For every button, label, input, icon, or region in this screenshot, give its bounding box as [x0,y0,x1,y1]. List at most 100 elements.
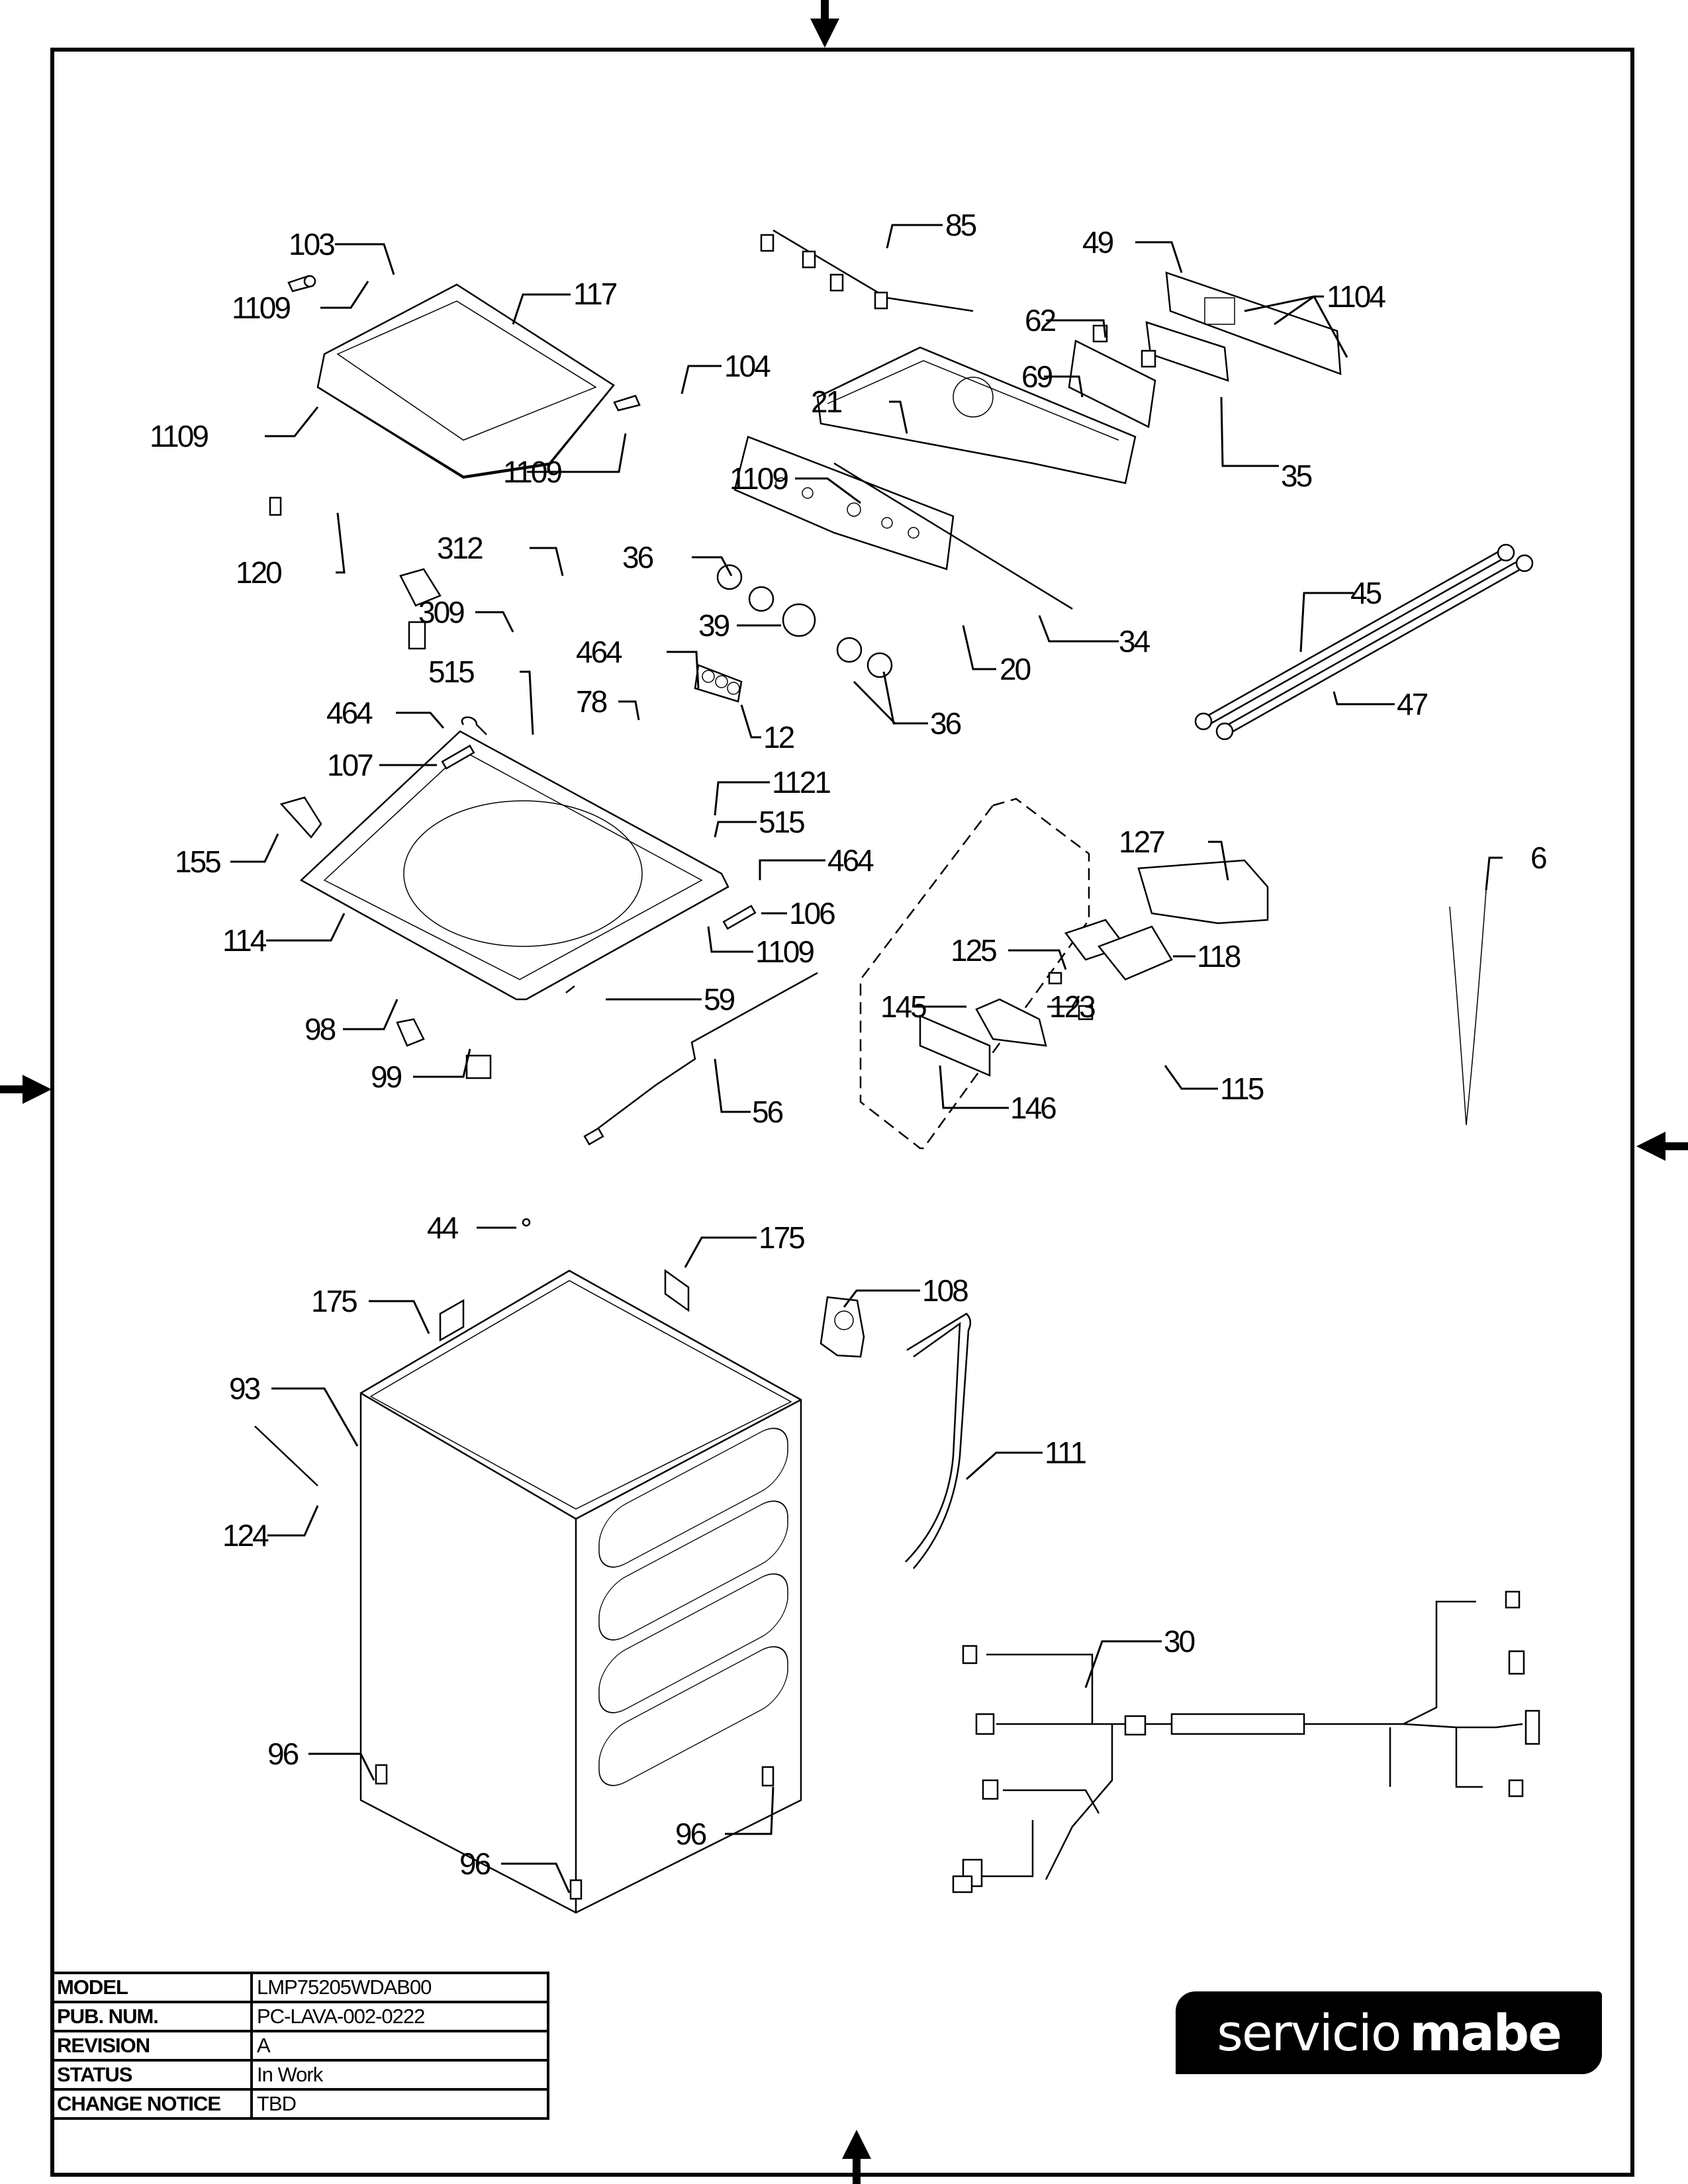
part-bracket-309 [408,621,426,650]
callout-label: 515 [759,805,804,839]
part-knob-main [782,603,816,637]
callout-label: 115 [1220,1071,1264,1106]
title-block-key: PUB. NUM. [50,2001,253,2032]
callout-label: 44 [427,1210,459,1245]
callout-label: 104 [724,349,771,383]
callout-label: 30 [1164,1624,1195,1659]
callout-label: 96 [675,1817,706,1851]
callout-label: 464 [827,843,874,878]
callout-label: 93 [229,1371,260,1406]
status-value: In Work [250,2059,549,2091]
callout-label: 85 [945,208,976,242]
callout-label: 107 [327,748,373,782]
revision-value: A [250,2030,549,2062]
part-rear-panel [1165,271,1342,375]
part-console [816,346,1137,484]
part-lid-latch [269,496,282,516]
part-leveling-foot [761,1766,774,1787]
part-sensor-56 [583,972,818,1146]
part-clip-59 [565,985,575,993]
callout-label: 78 [576,684,607,719]
callout-label: 108 [922,1273,968,1308]
callout-label: 106 [789,896,835,931]
callout-label: 1121 [772,765,830,799]
callout-label: 309 [418,595,464,629]
title-block-key: CHANGE NOTICE [50,2088,253,2120]
part-99 [465,1054,492,1079]
title-block-key: REVISION [50,2030,253,2062]
callout-label: 62 [1025,303,1056,338]
part-leveling-foot [569,1879,583,1900]
title-block: MODEL LMP75205WDAB00 PUB. NUM. PC-LAVA-0… [50,1972,549,2120]
part-pad-175 [664,1269,690,1312]
part-knob [836,637,863,663]
title-block-row-status: STATUS In Work [50,2059,549,2091]
part-lid-switch-106 [722,905,757,930]
callout-label: 1109 [150,419,208,453]
callout-label: 36 [622,540,653,574]
callout-label: 47 [1397,687,1428,721]
part-top-cover [299,730,729,1001]
callout-label: 127 [1119,825,1164,859]
part-knob [716,564,743,590]
callout-label: 312 [437,531,483,565]
part-clip-44 [522,1218,531,1227]
part-wire-harness-85 [760,229,974,312]
callout-label: 49 [1082,225,1113,259]
title-block-row-model: MODEL LMP75205WDAB00 [50,1972,549,2003]
part-drain-hose-111 [905,1312,972,1569]
part-cabinet [359,1269,802,1914]
callout-label: 103 [289,227,334,261]
callout-label: 124 [222,1518,269,1553]
part-water-valve [694,664,743,703]
centering-arrow-bottom [842,2130,871,2184]
callout-label: 96 [459,1846,491,1881]
callout-label: 99 [371,1060,402,1094]
part-knob [748,586,774,612]
drawing-frame [50,48,1634,2177]
callout-label: 21 [811,385,842,419]
logo-word-mabe: mabe [1409,2003,1562,2062]
part-bar-124 [254,1426,318,1486]
part-control-panel [733,435,955,570]
callout-label: 1109 [755,934,814,969]
callout-label: 123 [1049,989,1095,1024]
title-block-row-change-notice: CHANGE NOTICE TBD [50,2088,549,2120]
part-inlet-hose-47 [1215,554,1534,741]
part-pad-175 [439,1298,465,1342]
part-cap-155 [279,796,322,839]
part-ground-wire-6 [1449,889,1487,1126]
part-knob [867,652,893,678]
title-block-row-pub-num: PUB. NUM. PC-LAVA-002-0222 [50,2001,549,2032]
callout-label: 56 [752,1095,783,1129]
centering-arrow-top [810,0,839,48]
part-lid-switch-107 [441,745,475,770]
part-panel-strip [1145,321,1229,382]
callout-label: 1109 [232,291,290,325]
model-number: LMP75205WDAB00 [250,1972,549,2003]
callout-label: 155 [175,844,220,879]
callout-label: 118 [1197,939,1241,974]
callout-label: 145 [880,989,926,1024]
callout-label: 39 [698,608,729,643]
callout-label: 6 [1530,841,1546,875]
centering-arrow-left [0,1075,52,1104]
callout-label: 20 [1000,652,1031,686]
part-cylinder-312 [399,568,442,607]
callout-label: 1104 [1327,279,1385,314]
callout-labels: 103 1109 117 104 1109 1109 120 85 49 110… [150,208,1548,1881]
part-lid [316,283,615,479]
callout-label: 117 [573,277,617,311]
callout-label: 1109 [729,461,788,496]
part-hinge-left [287,275,316,293]
part-inlet-hose-45 [1194,543,1515,731]
title-block-row-revision: REVISION A [50,2030,549,2062]
part-98 [396,1018,425,1047]
callout-label: 464 [576,635,622,669]
callout-label: 464 [326,696,373,730]
part-leveling-foot [375,1764,388,1785]
change-notice-value: TBD [250,2088,549,2120]
callout-label: 120 [236,555,281,590]
publication-number: PC-LAVA-002-0222 [250,2001,549,2032]
callout-label: 59 [704,982,735,1017]
